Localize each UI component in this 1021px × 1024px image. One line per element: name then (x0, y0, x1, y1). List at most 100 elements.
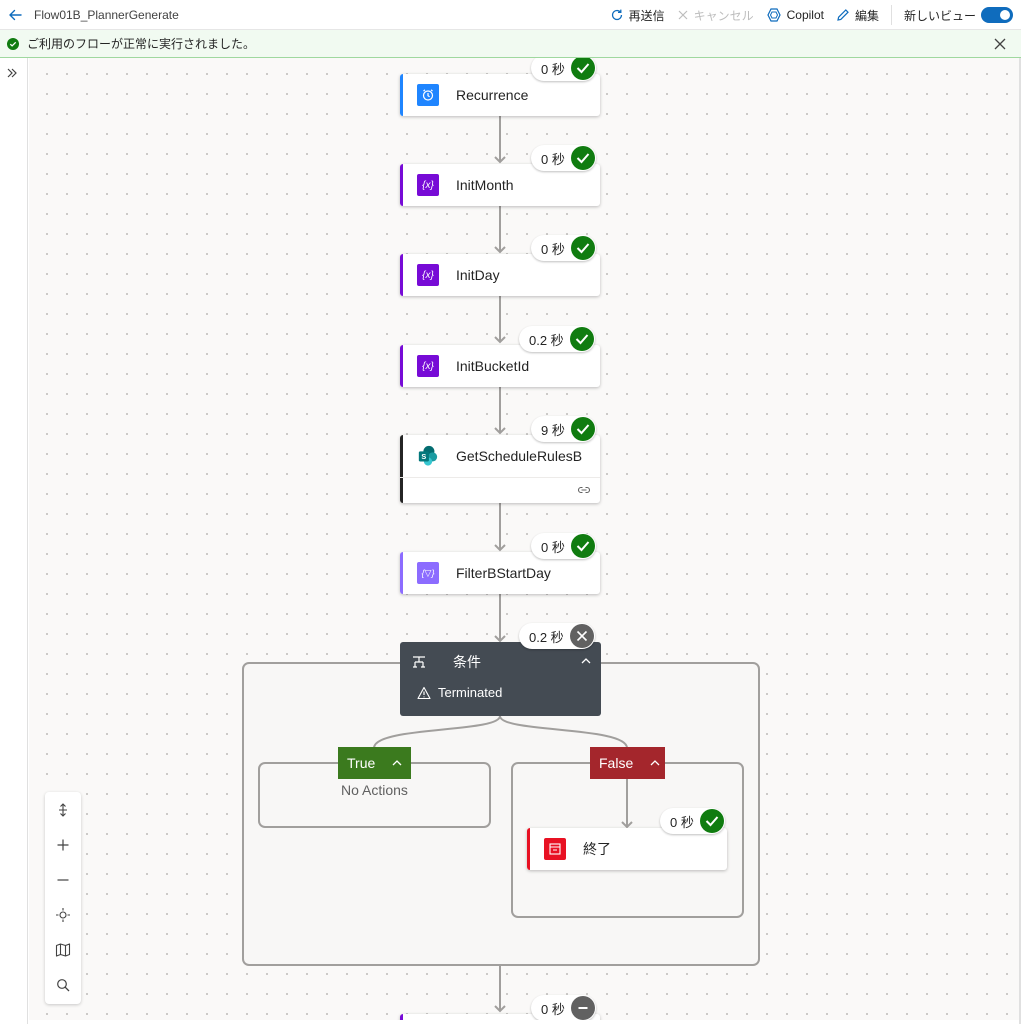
card-stripe (400, 345, 403, 387)
false-branch-pill[interactable]: False (590, 747, 665, 779)
checkmark-icon (570, 236, 595, 260)
checkmark-icon (570, 534, 595, 558)
copilot-label: Copilot (786, 8, 824, 22)
cancel-button[interactable]: キャンセル (677, 7, 754, 24)
duration-text: 0 秒 (670, 814, 694, 830)
action-card-recurrence[interactable]: Recurrence (400, 74, 600, 116)
condition-card[interactable]: 条件 Terminated (400, 642, 601, 716)
fit-view-icon (56, 907, 70, 922)
action-label: InitMonth (456, 177, 514, 193)
duration-text: 0 秒 (541, 539, 565, 555)
search-button[interactable] (45, 967, 81, 1002)
card-stripe (400, 1014, 403, 1020)
card-stripe (400, 74, 403, 116)
left-rail (0, 58, 28, 1024)
new-view-label: 新しいビュー (903, 8, 976, 23)
plus-icon (57, 839, 69, 850)
action-card-initbucketid[interactable]: {x} InitBucketId (400, 345, 600, 387)
resubmit-button[interactable]: 再送信 (610, 7, 665, 24)
fit-view-button[interactable] (45, 897, 81, 932)
fit-height-button[interactable] (45, 792, 81, 827)
canvas-controls (45, 792, 81, 1004)
action-card-next[interactable] (400, 1014, 600, 1020)
checkmark-icon (570, 58, 595, 80)
card-stripe (400, 435, 403, 503)
zoom-in-button[interactable] (45, 827, 81, 862)
arrow-left-icon (9, 9, 22, 20)
checkmark-icon (570, 146, 595, 170)
alarm-clock-icon (417, 84, 439, 106)
back-button[interactable] (0, 0, 30, 30)
divider (400, 477, 600, 478)
condition-status-text: Terminated (438, 685, 503, 700)
sharepoint-icon: S (417, 445, 439, 467)
action-label: 終了 (583, 841, 611, 857)
toolbar: 再送信 キャンセル Copilot 編集 新しいビュー (610, 0, 1013, 30)
flow-title: Flow01B_PlannerGenerate (34, 7, 179, 22)
map-icon (55, 942, 71, 957)
duration-badge: 0 秒 (531, 533, 596, 559)
duration-badge: 0 秒 (531, 145, 596, 171)
cancel-label: キャンセル (693, 8, 754, 23)
pencil-icon (837, 9, 849, 21)
checkmark-icon (570, 417, 595, 441)
copilot-button[interactable]: Copilot (766, 7, 824, 23)
no-actions-text: No Actions (341, 782, 408, 798)
card-stripe (400, 552, 403, 594)
scrollbar-edge (1019, 58, 1021, 1024)
vertical-arrows-icon (59, 802, 67, 817)
toggle-switch[interactable] (981, 7, 1013, 23)
zoom-out-button[interactable] (45, 862, 81, 897)
refresh-icon (611, 9, 622, 21)
double-chevron-right-icon[interactable] (5, 66, 19, 80)
true-branch-pill[interactable]: True (338, 747, 411, 779)
variable-icon: {x} (417, 174, 439, 196)
command-bar: Flow01B_PlannerGenerate 再送信 キャンセル Copilo… (0, 0, 1021, 30)
filter-array-icon: {▽} (417, 562, 439, 584)
link-icon (577, 486, 591, 494)
action-card-initday[interactable]: {x} InitDay (400, 254, 600, 296)
minimap-button[interactable] (45, 932, 81, 967)
duration-text: 0.2 秒 (529, 332, 564, 348)
duration-text: 0 秒 (541, 61, 565, 77)
close-icon[interactable] (993, 37, 1007, 51)
edit-button[interactable]: 編集 (836, 7, 879, 24)
svg-text:S: S (421, 452, 426, 461)
close-icon (678, 10, 688, 20)
card-stripe (400, 164, 403, 206)
duration-badge: 0 秒 (531, 58, 596, 81)
condition-label: 条件 (453, 654, 481, 670)
duration-text: 0 秒 (541, 151, 565, 167)
false-branch-label: False (599, 755, 634, 771)
action-card-initmonth[interactable]: {x} InitMonth (400, 164, 600, 206)
action-card-getschedulerulesb[interactable]: S GetScheduleRulesB (400, 435, 600, 503)
card-stripe (400, 254, 403, 296)
action-card-filterbstartday[interactable]: {▽} FilterBStartDay (400, 552, 600, 594)
action-label: InitDay (456, 267, 500, 283)
terminate-icon (544, 838, 566, 860)
flow-canvas[interactable]: Recurrence 0 秒 {x} InitMonth 0 秒 {x} Ini… (29, 58, 1019, 1020)
checkmark-circle-icon (7, 37, 19, 50)
action-card-terminate[interactable]: 終了 (527, 828, 727, 870)
chevron-up-icon[interactable] (579, 654, 593, 668)
duration-badge: 0.2 秒 (519, 326, 595, 352)
cancel-status-icon (569, 624, 594, 648)
action-label: GetScheduleRulesB (456, 448, 583, 464)
action-label: InitBucketId (456, 358, 530, 374)
action-label: Recurrence (456, 87, 529, 103)
duration-text: 9 秒 (541, 422, 565, 438)
duration-badge: 0.2 秒 (519, 623, 595, 649)
variable-icon: {x} (417, 355, 439, 377)
card-stripe (527, 828, 530, 870)
warning-icon (417, 686, 431, 700)
duration-badge: 9 秒 (531, 416, 596, 442)
duration-text: 0.2 秒 (529, 629, 564, 645)
edit-label: 編集 (854, 8, 879, 23)
resubmit-label: 再送信 (628, 8, 665, 23)
duration-text: 0 秒 (541, 1001, 565, 1017)
new-view-toggle[interactable]: 新しいビュー (904, 7, 1013, 24)
duration-badge: 0 秒 (660, 808, 725, 834)
duration-badge: 0 秒 (531, 235, 596, 261)
success-banner: ご利用のフローが正常に実行されました。 (0, 30, 1021, 58)
connectors (373, 116, 633, 1013)
